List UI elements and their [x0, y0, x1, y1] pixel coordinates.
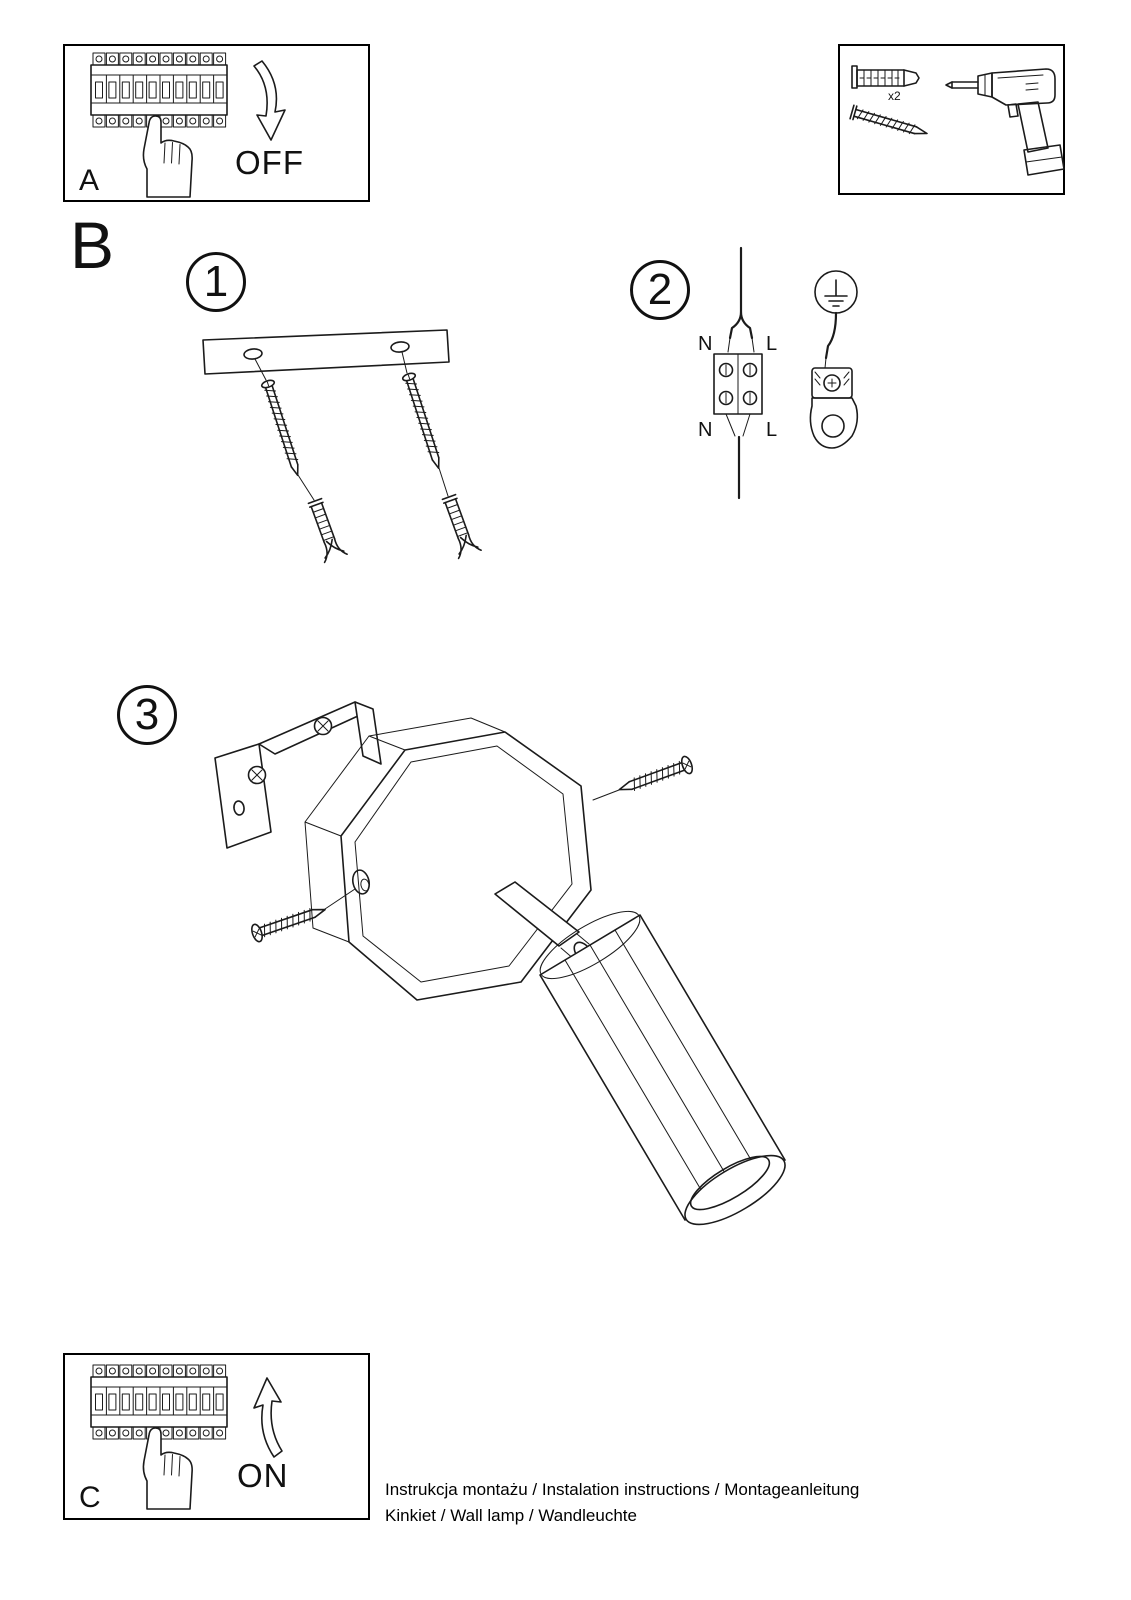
step-1-number-text: 1: [203, 257, 229, 306]
lamp-shade: [539, 910, 786, 1226]
wall-anchor-icon: [302, 496, 348, 564]
on-label: ON: [237, 1457, 289, 1494]
ground-symbol-icon: [814, 270, 858, 314]
hand-icon: [142, 1427, 193, 1510]
wire-label-n-top: N: [698, 333, 712, 355]
wire-label-l-bottom: L: [766, 419, 777, 441]
alignment-lines: [324, 789, 620, 910]
footer-line-2: Kinkiet / Wall lamp / Wandleuchte: [385, 1506, 637, 1525]
breaker-terminals-top: [92, 52, 227, 66]
off-label: OFF: [235, 144, 304, 181]
arrow-up-icon: [253, 1377, 283, 1458]
fixing-screw-icon: [615, 754, 696, 799]
lamp-wires: [725, 413, 751, 500]
terminal-block: [713, 353, 763, 415]
anchor-quantity-label: x2: [888, 89, 901, 103]
breaker-switches: [95, 81, 224, 99]
section-b-label: B: [70, 208, 115, 282]
alignment-lines: [254, 351, 449, 501]
mounting-screw-icon: [401, 371, 446, 472]
bracket-screw-icon: [247, 765, 267, 785]
step-1-drawing: [202, 329, 482, 564]
step-1-number: 1: [186, 252, 246, 312]
drill-icon: [945, 68, 1065, 176]
hand-icon: [142, 115, 193, 198]
panel-c-letter: C: [79, 1481, 101, 1514]
bracket-screw-icon: [313, 716, 333, 736]
panel-power-on: ON C: [63, 1353, 370, 1520]
breaker-body: [90, 1376, 228, 1428]
wall-anchor-icon: [436, 492, 482, 560]
arrow-down-icon: [253, 60, 286, 141]
step-2-number-text: 2: [647, 265, 673, 314]
lamp-canopy: [304, 717, 592, 1001]
ground-terminal: [809, 311, 859, 449]
wall-anchor-icon: [851, 65, 920, 89]
step-2-drawing: N L N L: [698, 246, 859, 500]
panel-a-letter: A: [79, 164, 100, 197]
fixing-screw-icon: [249, 900, 329, 944]
tools-drawing: x2: [849, 65, 1065, 176]
breaker-switches: [95, 1393, 224, 1411]
wire-label-n-bottom: N: [698, 419, 712, 441]
wall-bracket: [214, 701, 382, 849]
step-2-number: 2: [630, 260, 690, 320]
footer-line-1: Instrukcja montażu / Instalation instruc…: [385, 1480, 860, 1499]
panel-power-off: OFF A: [63, 44, 370, 202]
breaker-terminals-top: [92, 1364, 227, 1378]
breaker-panel-drawing: [90, 52, 228, 198]
wire-label-l-top: L: [766, 333, 777, 355]
supply-wires: [727, 246, 755, 353]
panel-tools: x2: [838, 44, 1065, 195]
breaker-body: [90, 64, 228, 116]
mounting-plate: [202, 329, 450, 375]
step-3-number: 3: [117, 685, 177, 745]
breaker-panel-drawing: [90, 1364, 228, 1510]
footer-text: Instrukcja montażu / Instalation instruc…: [385, 1477, 859, 1529]
step-3-drawing: [214, 701, 786, 1226]
mounting-screw-icon: [260, 378, 305, 479]
step-3-number-text: 3: [134, 690, 160, 739]
screw-icon: [849, 104, 928, 135]
